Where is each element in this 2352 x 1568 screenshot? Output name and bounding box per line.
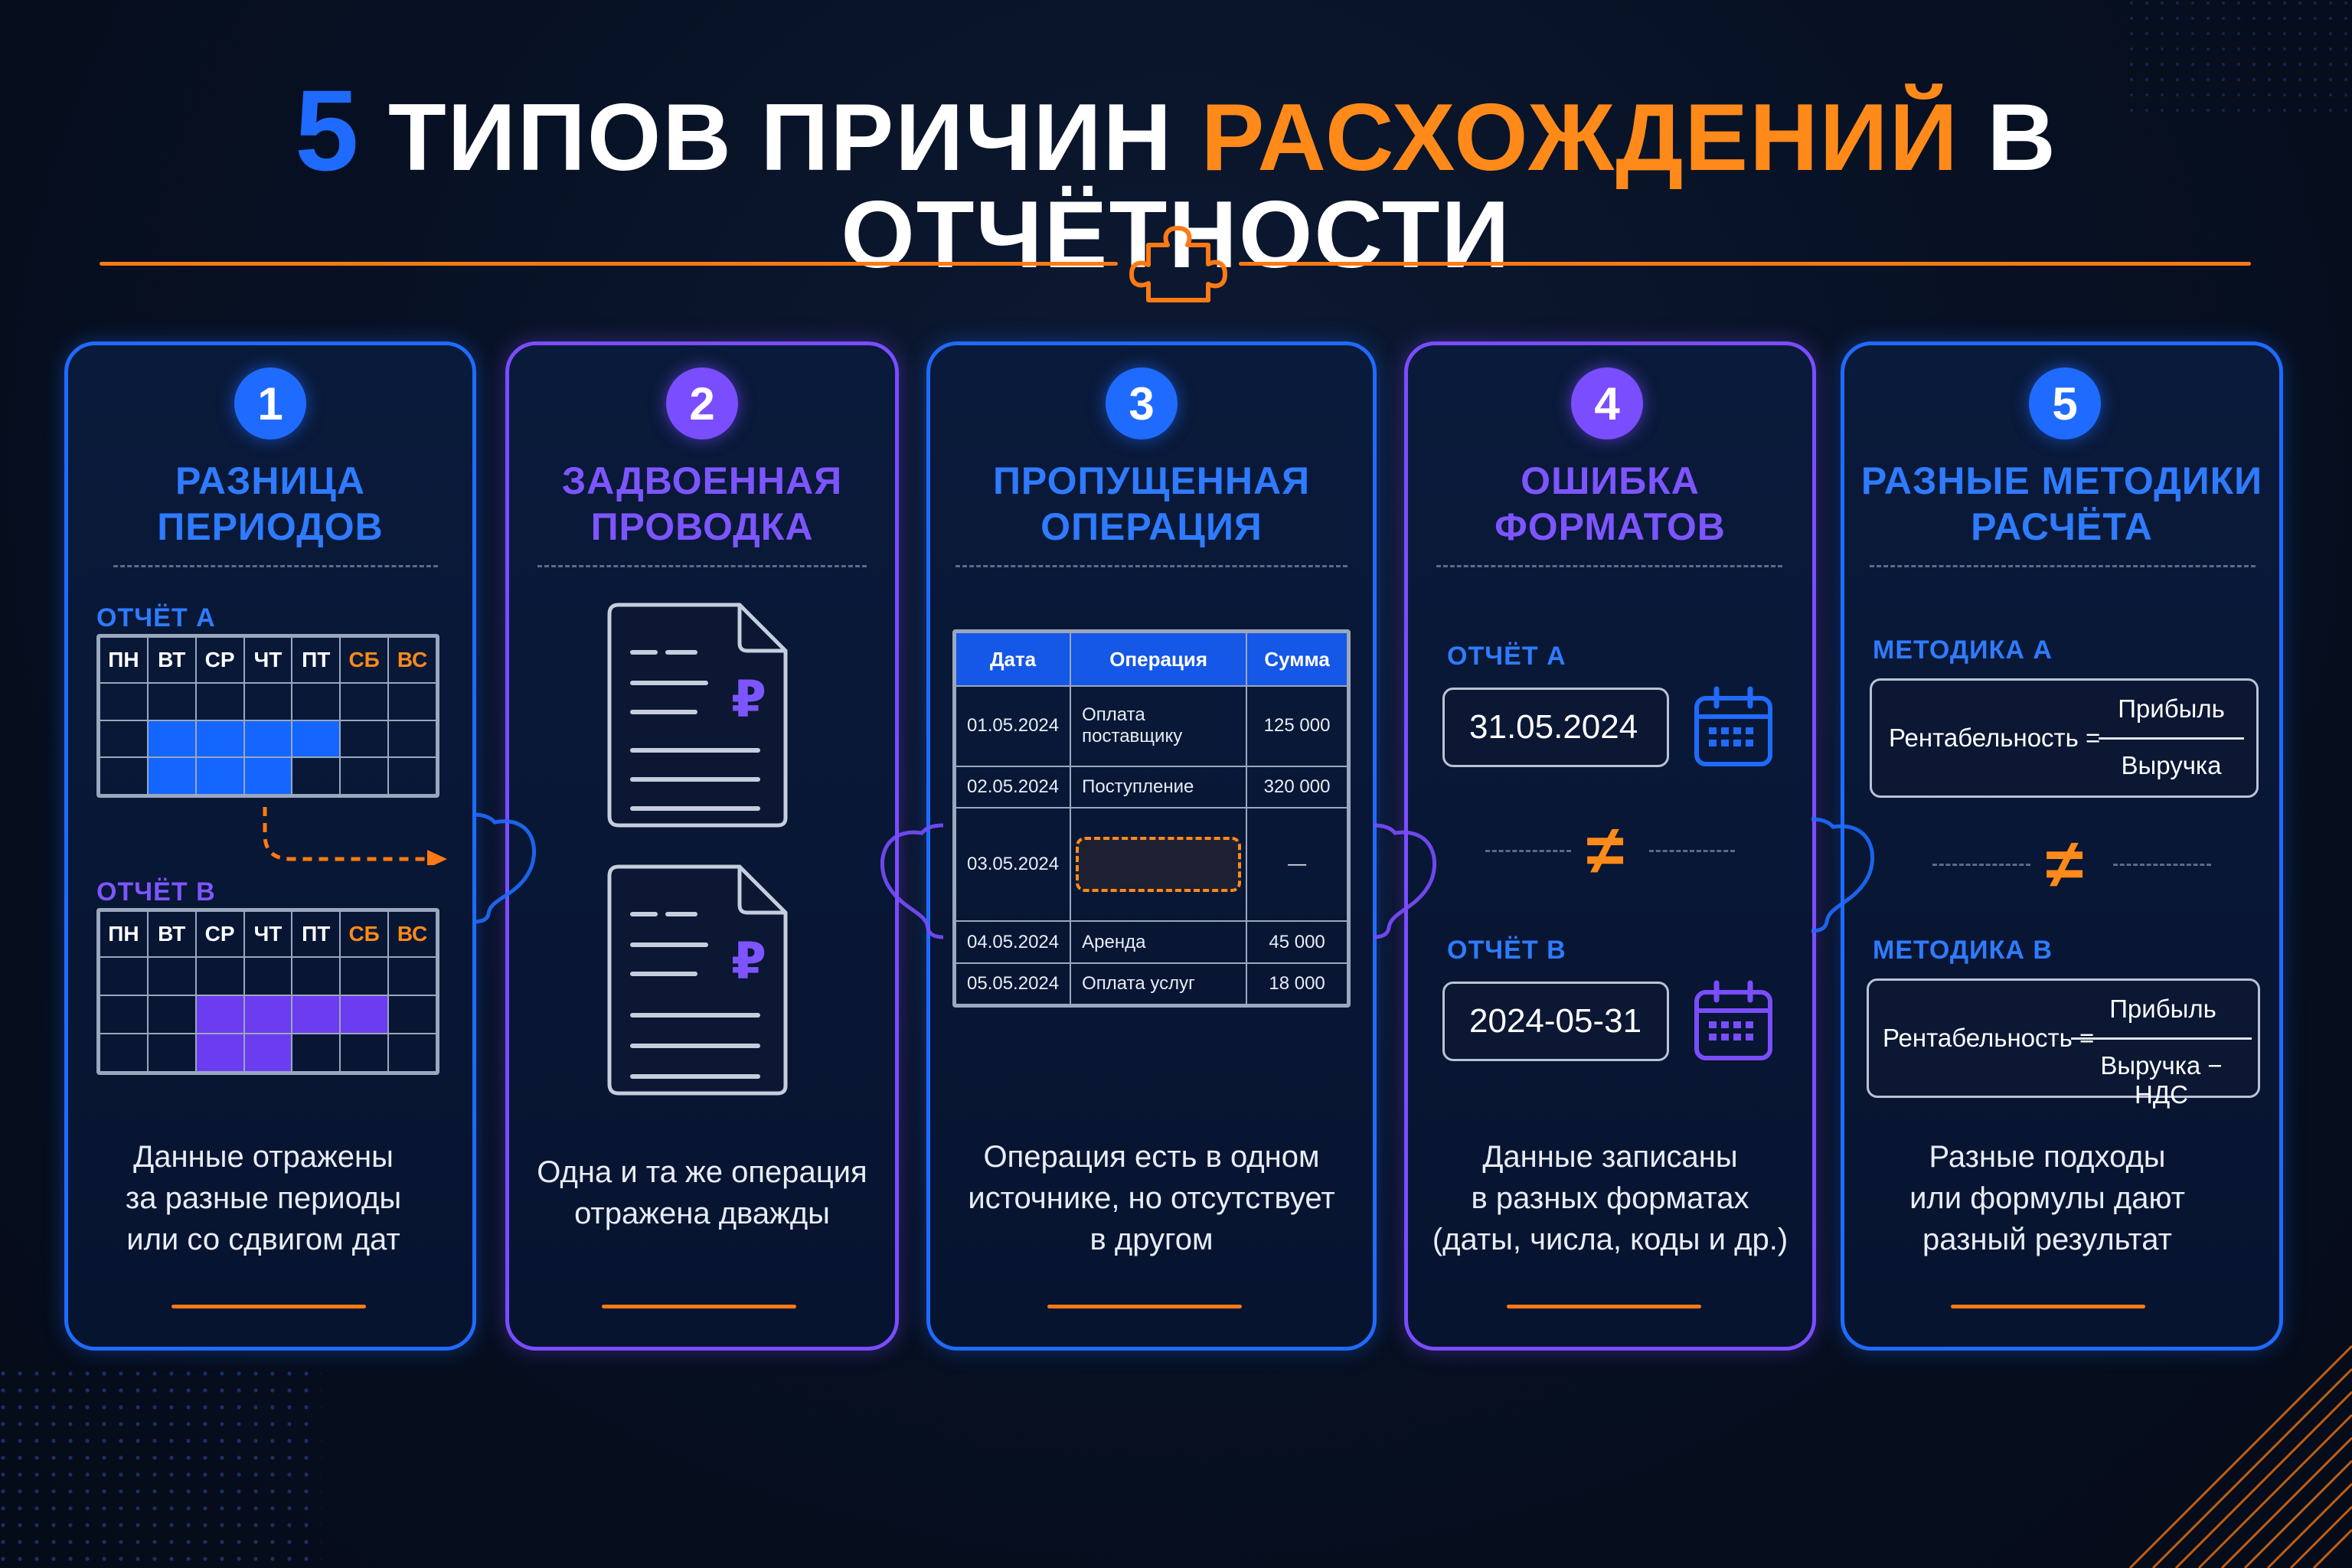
puzzle-connector-3-4 bbox=[1373, 823, 1437, 939]
report-a-label: ОТЧЁТ А bbox=[1447, 642, 1566, 671]
table-header-operation: Операция bbox=[1070, 632, 1248, 687]
card-5-underline bbox=[1951, 1305, 2145, 1308]
card-3-separator bbox=[956, 565, 1348, 567]
report-b-label: ОТЧЁТ В bbox=[1447, 936, 1566, 965]
document-ruble-icon: ₽ bbox=[607, 603, 788, 828]
card-4-underline bbox=[1507, 1305, 1701, 1308]
formula-b-denominator: Выручка − НДС bbox=[2100, 1051, 2223, 1109]
formula-method-b: Рентабельность = Прибыль Выручка − НДС bbox=[1867, 978, 2260, 1109]
card-5-number-badge: 5 bbox=[2029, 368, 2101, 439]
card-2-title: ЗАДВОЕННАЯ ПРОВОДКА bbox=[561, 459, 843, 548]
table-row-missing: 03.05.2024 — bbox=[955, 807, 1348, 923]
title-divider-left bbox=[100, 262, 1118, 266]
report-a-label: ОТЧЁТ А bbox=[96, 603, 216, 632]
svg-text:₽: ₽ bbox=[731, 932, 766, 991]
calendar-icon bbox=[1694, 980, 1772, 1060]
svg-text:₽: ₽ bbox=[731, 670, 766, 729]
title-divider-right bbox=[1239, 262, 2251, 266]
card-period-difference bbox=[64, 341, 476, 1351]
puzzle-piece-icon bbox=[1129, 226, 1227, 302]
card-1-separator bbox=[113, 565, 438, 567]
card-calculation-methods bbox=[1841, 341, 2283, 1351]
card-3-number-badge: 3 bbox=[1106, 368, 1178, 439]
formula-method-a: Рентабельность = Прибыль Выручка bbox=[1870, 678, 2259, 798]
card-1-title: РАЗНИЦА ПЕРИОДОВ bbox=[157, 459, 384, 548]
method-a-label: МЕТОДИКА А bbox=[1873, 635, 2053, 665]
neq-dash-left bbox=[1932, 864, 2030, 866]
title-part-3: В ОТЧЁТНОСТИ bbox=[841, 85, 2057, 288]
document-ruble-icon-duplicate: ₽ bbox=[607, 864, 788, 1096]
card-4-description: Данные записаны в разных форматах (даты,… bbox=[1432, 1140, 1788, 1256]
card-1-underline bbox=[172, 1305, 366, 1308]
card-5-description: Разные подходы или формулы дают разный р… bbox=[1909, 1140, 2185, 1256]
card-1-number-badge: 1 bbox=[234, 368, 306, 439]
formula-a-numerator: Прибыль bbox=[2118, 694, 2225, 723]
formula-a-denominator: Выручка bbox=[2121, 751, 2222, 779]
date-format-b: 2024-05-31 bbox=[1442, 982, 1669, 1061]
neq-dash-right bbox=[2113, 864, 2211, 866]
table-header-date: Дата bbox=[955, 632, 1072, 687]
card-2-separator bbox=[537, 565, 867, 567]
date-format-a: 31.05.2024 bbox=[1442, 688, 1669, 767]
formula-a-fraction-bar bbox=[2099, 737, 2244, 740]
card-2-number-badge: 2 bbox=[666, 368, 738, 439]
card-2-description: Одна и та же операция отражена дважды bbox=[537, 1155, 867, 1230]
puzzle-connector-1-2 bbox=[472, 812, 537, 924]
table-row: 04.05.2024 Аренда 45 000 bbox=[955, 920, 1348, 964]
card-format-error bbox=[1404, 341, 1816, 1351]
missing-operation-placeholder bbox=[1076, 837, 1242, 893]
table-row: 01.05.2024 Оплата поставщику 125 000 bbox=[955, 685, 1348, 767]
puzzle-connector-2-3 bbox=[880, 823, 944, 939]
formula-a-left: Рентабельность = bbox=[1889, 724, 2101, 752]
card-5-title: РАЗНЫЕ МЕТОДИКИ РАСЧЁТА bbox=[1860, 459, 2263, 548]
formula-b-numerator: Прибыль bbox=[2109, 995, 2216, 1023]
card-2-underline bbox=[602, 1305, 796, 1308]
card-3-underline bbox=[1047, 1305, 1242, 1308]
formula-b-left: Рентабельность = bbox=[1883, 1024, 2095, 1052]
card-1-description: Данные отражены за разные периоды или со… bbox=[125, 1140, 402, 1256]
card-3-description: Операция есть в одном источнике, но отсу… bbox=[968, 1140, 1335, 1256]
card-4-separator bbox=[1436, 565, 1782, 567]
arrow-right-dashed-icon bbox=[263, 807, 447, 865]
title-highlight: РАСХОЖДЕНИЙ bbox=[1200, 85, 1959, 191]
title-part-1: ТИПОВ ПРИЧИН bbox=[387, 85, 1174, 191]
table-row: 02.05.2024 Поступление 320 000 bbox=[955, 765, 1348, 809]
diagonal-lines-decoration bbox=[2128, 1344, 2352, 1568]
report-b-label: ОТЧЁТ В bbox=[96, 877, 216, 906]
corner-glow-decoration bbox=[2128, 0, 2352, 122]
method-b-label: МЕТОДИКА В bbox=[1873, 936, 2053, 965]
operations-table: Дата Операция Сумма 01.05.2024 Оплата по… bbox=[952, 629, 1351, 1008]
card-4-title: ОШИБКА ФОРМАТОВ bbox=[1494, 459, 1726, 548]
neq-dash-right bbox=[1649, 850, 1735, 852]
card-double-entry bbox=[505, 341, 899, 1351]
neq-dash-left bbox=[1485, 850, 1571, 852]
card-3-title: ПРОПУЩЕННАЯ ОПЕРАЦИЯ bbox=[992, 459, 1311, 548]
calendar-icon bbox=[1694, 686, 1772, 766]
title-number: 5 bbox=[295, 66, 361, 194]
page-title: 5 ТИПОВ ПРИЧИН РАСХОЖДЕНИЙ В ОТЧЁТНОСТИ bbox=[0, 73, 2352, 283]
not-equal-icon: ≠ bbox=[1586, 812, 1625, 889]
card-4-number-badge: 4 bbox=[1571, 368, 1643, 439]
not-equal-icon: ≠ bbox=[2046, 826, 2084, 903]
dot-pattern-decoration bbox=[0, 1370, 322, 1568]
table-header-amount: Сумма bbox=[1246, 632, 1348, 687]
table-row: 05.05.2024 Оплата услуг 18 000 bbox=[955, 962, 1348, 1005]
formula-b-fraction-bar bbox=[2071, 1037, 2252, 1040]
puzzle-connector-4-5 bbox=[1811, 817, 1875, 933]
card-5-separator bbox=[1870, 565, 2256, 567]
